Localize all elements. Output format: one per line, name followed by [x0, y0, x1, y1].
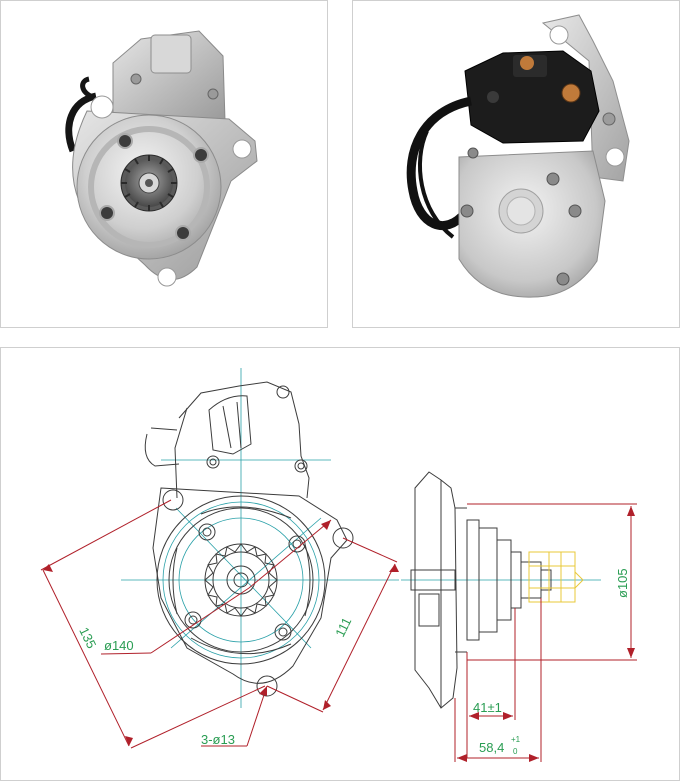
dim-length-58-label: 58,4 — [479, 740, 504, 755]
front-view: 135 ø140 111 3-ø13 — [40, 368, 399, 749]
side-outline — [410, 471, 552, 709]
dim-length-58-tol-upper: +1 — [511, 735, 521, 744]
front-centerlines — [121, 368, 399, 708]
side-pinion-highlight — [528, 551, 584, 603]
dim-bolt-circle-label: ø140 — [104, 638, 134, 653]
front-arrowheads — [43, 520, 399, 746]
dim-135-label: 135 — [76, 625, 99, 651]
front-dimension-lines — [40, 499, 398, 749]
front-outline — [144, 381, 354, 697]
dim-length-41-label: 41±1 — [473, 700, 502, 715]
dim-holes-label: 3-ø13 — [201, 732, 235, 747]
starter-front-image — [65, 30, 258, 287]
dim-111-label: 111 — [332, 615, 354, 639]
technical-drawing: 135 ø140 111 3-ø13 — [0, 347, 680, 781]
product-photo-back — [352, 0, 680, 328]
side-dimension-lines — [454, 503, 637, 762]
dim-length-58-tol-lower: 0 — [513, 747, 518, 756]
side-arrowheads — [457, 506, 635, 762]
product-photo-front — [0, 0, 328, 328]
dimension-drawing: 135 ø140 111 3-ø13 — [40, 368, 637, 762]
side-view: ø105 41±1 58,4 +1 0 — [401, 471, 637, 762]
starter-back-image — [406, 14, 630, 298]
dim-diameter-105-label: ø105 — [615, 568, 630, 598]
